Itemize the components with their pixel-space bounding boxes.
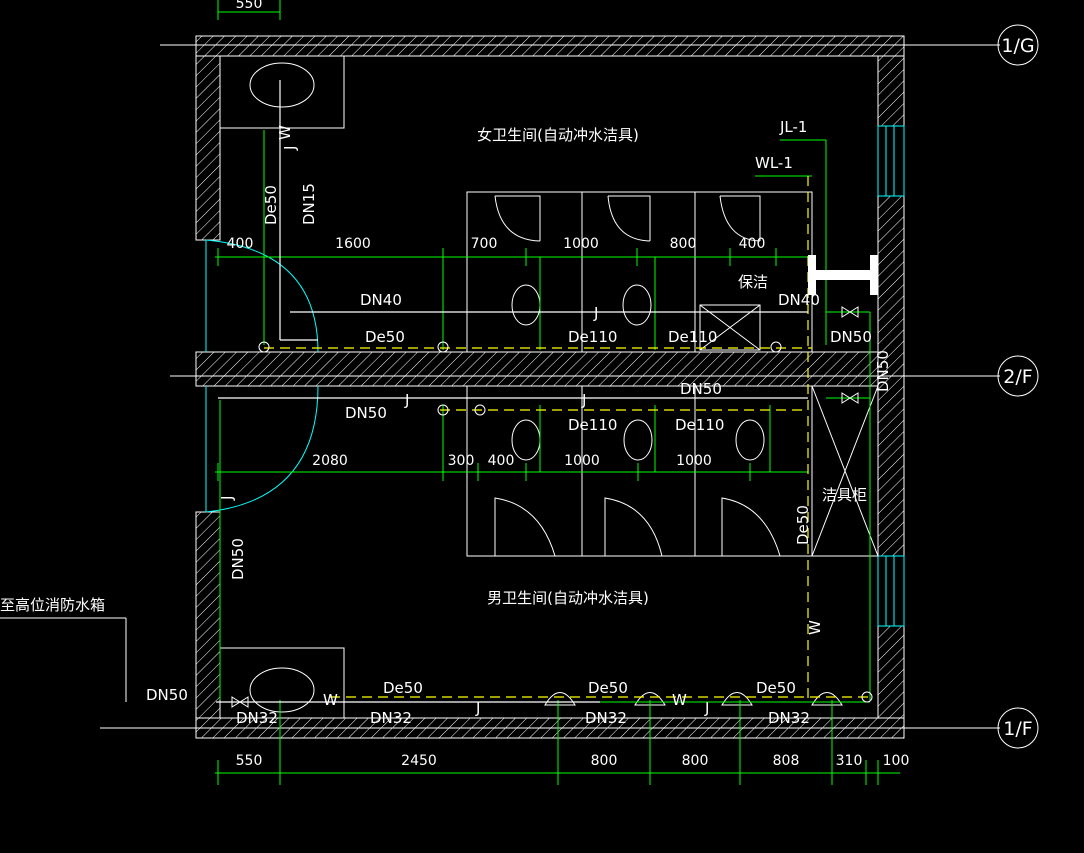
pipe-label-de110-c: De110	[568, 416, 617, 434]
drain-pipes	[216, 80, 870, 703]
valves	[231, 306, 859, 708]
pipe-label-de50-c: De50	[588, 679, 628, 697]
pipe-label-dn15-v: DN15	[300, 183, 318, 225]
pipe-label-de50-v: De50	[262, 185, 280, 225]
windows	[877, 125, 905, 627]
wash-basins	[219, 55, 345, 719]
pipe-label-de50-v2: De50	[794, 505, 812, 545]
axis-label-1g: 1/G	[1001, 35, 1034, 57]
pipe-label-w-a: W	[323, 691, 338, 709]
dim-1000-b: 1000	[564, 453, 600, 469]
pipe-label-j-e: J	[704, 699, 709, 717]
axis-label-2f: 2/F	[1003, 366, 1032, 388]
pipe-label-dn40-a: DN40	[360, 291, 402, 309]
pipe-label-dn50-a: DN50	[830, 328, 872, 346]
label-baojie: 保洁	[738, 273, 768, 291]
dim-400-a: 400	[227, 236, 254, 252]
dimension-lines	[215, 0, 900, 785]
pipe-label-w-b: W	[672, 691, 687, 709]
label-jieju: 洁具柜	[822, 486, 867, 504]
label-jl1: JL-1	[779, 118, 807, 136]
pipe-label-dn32-a: DN32	[236, 709, 278, 727]
pipe-label-j-b: J	[581, 391, 586, 409]
pipe-label-dn50-d: DN50	[146, 686, 188, 704]
dim-top-550: 550	[236, 0, 263, 12]
dim-bottom-100: 100	[883, 753, 910, 769]
pipe-label-dn50-v2: DN50	[874, 350, 892, 392]
pipe-label-de110-b: De110	[668, 328, 717, 346]
dim-1000-a: 1000	[563, 236, 599, 252]
axis-label-1f: 1/F	[1003, 718, 1032, 740]
pipe-label-de50-d: De50	[756, 679, 796, 697]
room-label-female: 女卫生间(自动冲水洁具)	[477, 126, 639, 144]
axis-bubbles	[997, 24, 1039, 749]
dim-bottom-800-b: 800	[682, 753, 709, 769]
dim-1600: 1600	[335, 236, 371, 252]
dim-bottom-550: 550	[236, 753, 263, 769]
pipe-label-dn50-v1: DN50	[229, 538, 247, 580]
stalls	[466, 191, 879, 557]
dim-bottom-808: 808	[773, 753, 800, 769]
pipe-label-de50-b: De50	[383, 679, 423, 697]
pipe-label-dn32-d: DN32	[768, 709, 810, 727]
pipe-label-de110-d: De110	[675, 416, 724, 434]
dim-bottom-2450: 2450	[401, 753, 437, 769]
label-wl1: WL-1	[755, 154, 793, 172]
dim-2080: 2080	[312, 453, 348, 469]
pipe-label-j-c: J	[593, 304, 598, 322]
dim-400-c: 400	[488, 453, 515, 469]
pipe-label-w-v2: W	[806, 620, 824, 635]
pipe-label-dn50-b: DN50	[680, 380, 722, 398]
pipe-label-dn32-c: DN32	[585, 709, 627, 727]
doors	[205, 239, 319, 513]
pipe-label-dn32-b: DN32	[370, 709, 412, 727]
pipe-label-w-v1: W	[276, 125, 294, 140]
pipe-label-de50-a: De50	[365, 328, 405, 346]
dim-800-a: 800	[670, 236, 697, 252]
dim-bottom-310: 310	[836, 753, 863, 769]
pipe-label-de110-a: De110	[568, 328, 617, 346]
riser-fitting	[808, 255, 878, 295]
label-fire-tank: 至高位消防水箱	[0, 596, 105, 614]
axis-lines	[100, 44, 1000, 729]
pipe-label-j-d: J	[475, 699, 480, 717]
fire-tank-leader	[0, 617, 127, 702]
dim-300: 300	[448, 453, 475, 469]
dim-1000-c: 1000	[676, 453, 712, 469]
pipe-label-j-v: J	[281, 146, 299, 151]
pipe-label-dn50-c: DN50	[345, 404, 387, 422]
dim-bottom-800-a: 800	[591, 753, 618, 769]
pipe-label-j-a: J	[404, 391, 409, 409]
dim-700: 700	[471, 236, 498, 252]
pipe-label-j-v2: J	[218, 496, 236, 501]
floor-drains	[258, 341, 873, 703]
room-label-male: 男卫生间(自动冲水洁具)	[487, 589, 649, 607]
dim-400-b: 400	[739, 236, 766, 252]
pipe-label-dn40-b: DN40	[778, 291, 820, 309]
